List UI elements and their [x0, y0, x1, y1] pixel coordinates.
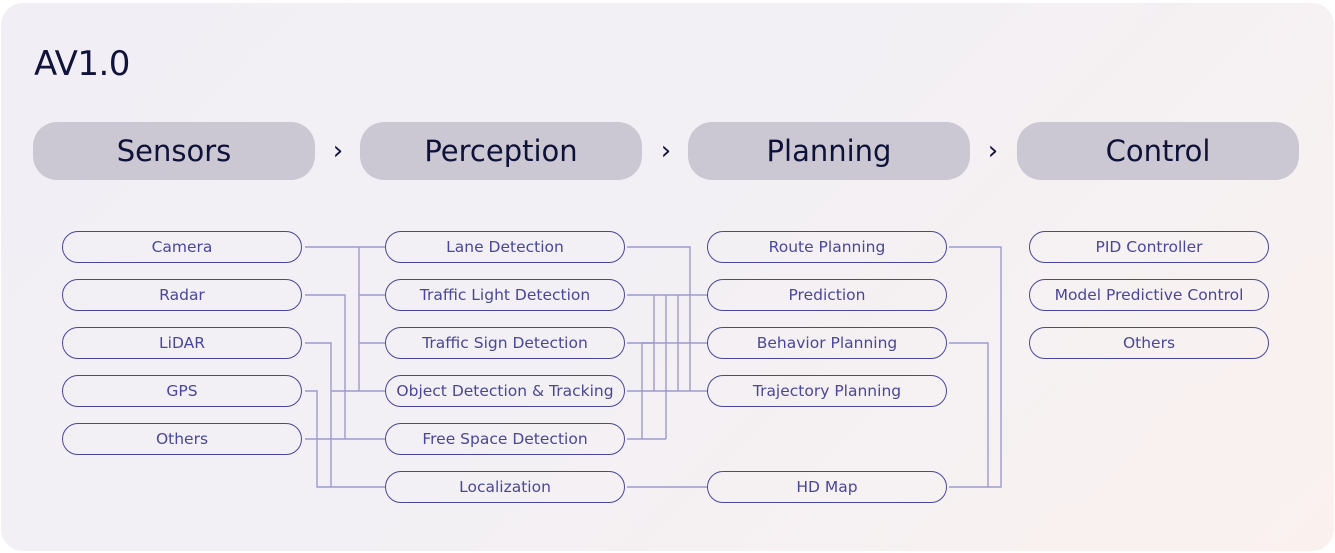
wire-lane	[627, 246, 691, 391]
node-hd-map: HD Map	[707, 471, 947, 503]
node-prediction: Prediction	[707, 279, 947, 311]
node-model-predictive-control: Model Predictive Control	[1029, 279, 1269, 311]
stage-perception: Perception	[360, 122, 642, 180]
planning-control-wires	[949, 246, 1002, 488]
wire-route	[949, 246, 1002, 488]
diagram-card	[1, 3, 1334, 551]
wire-lidar	[305, 342, 332, 487]
node-traffic-sign-detection: Traffic Sign Detection	[385, 327, 625, 359]
node-pid-controller: PID Controller	[1029, 231, 1269, 263]
stage-control: Control	[1017, 122, 1299, 180]
diagram-title: AV1.0	[34, 44, 130, 84]
node-control-others: Others	[1029, 327, 1269, 359]
node-localization: Localization	[385, 471, 625, 503]
wire-free-space-up	[641, 342, 654, 439]
node-route-planning: Route Planning	[707, 231, 947, 263]
node-behavior-planning: Behavior Planning	[707, 327, 947, 359]
node-sensors-others: Others	[62, 423, 302, 455]
node-free-space-detection: Free Space Detection	[385, 423, 625, 455]
chevron-right-icon: ›	[987, 136, 999, 166]
node-camera: Camera	[62, 231, 302, 263]
chevron-right-icon: ›	[660, 136, 672, 166]
chevron-right-icon: ›	[332, 136, 344, 166]
node-object-detection-tracking: Object Detection & Tracking	[385, 375, 625, 407]
sensor-perception-wires	[305, 246, 385, 488]
node-traffic-light-detection: Traffic Light Detection	[385, 279, 625, 311]
node-radar: Radar	[62, 279, 302, 311]
stage-planning: Planning	[688, 122, 970, 180]
stage-sensors: Sensors	[33, 122, 315, 180]
node-gps: GPS	[62, 375, 302, 407]
node-lidar: LiDAR	[62, 327, 302, 359]
wire-radar	[305, 294, 346, 439]
perception-planning-wires	[627, 246, 708, 488]
node-trajectory-planning: Trajectory Planning	[707, 375, 947, 407]
node-lane-detection: Lane Detection	[385, 231, 625, 263]
wire-behavior	[949, 342, 989, 487]
